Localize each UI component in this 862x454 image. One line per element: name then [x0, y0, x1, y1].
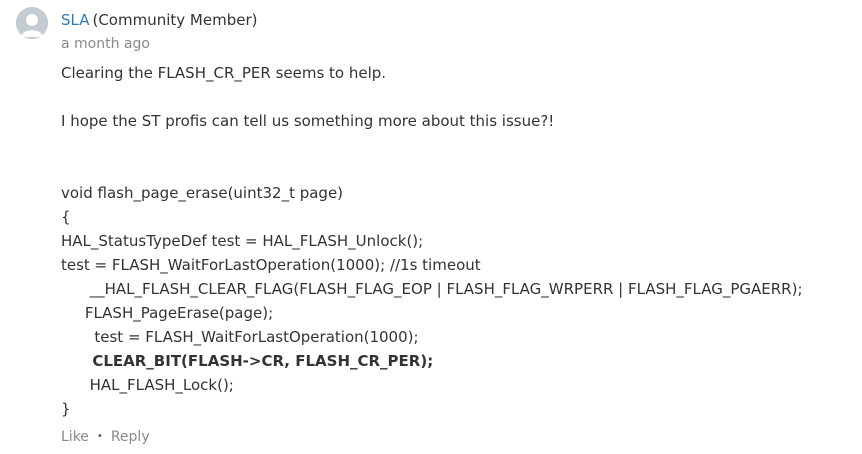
code-line: { — [61, 208, 71, 226]
comment-paragraph: I hope the ST profis can tell us somethi… — [61, 112, 555, 130]
code-line: test = FLASH_WaitForLastOperation(1000);… — [61, 256, 481, 274]
code-line: HAL_StatusTypeDef test = HAL_FLASH_Unloc… — [61, 232, 424, 250]
code-line-bold: CLEAR_BIT(FLASH->CR, FLASH_CR_PER); — [61, 352, 434, 370]
default-user-avatar-icon — [16, 7, 48, 39]
code-line: } — [61, 400, 71, 418]
like-button[interactable]: Like — [61, 429, 89, 445]
author-role: (Community Member) — [92, 11, 258, 29]
avatar-icon[interactable] — [16, 7, 48, 39]
comment-actions: Like • Reply — [61, 428, 150, 446]
author-name-link[interactable]: SLA — [61, 11, 90, 29]
code-line: HAL_FLASH_Lock(); — [61, 376, 234, 394]
comment-paragraph: Clearing the FLASH_CR_PER seems to help. — [61, 64, 387, 82]
separator-dot: • — [96, 431, 103, 442]
code-line: FLASH_PageErase(page); — [61, 304, 274, 322]
author-line: SLA(Community Member) — [61, 10, 257, 30]
comment-timestamp: a month ago — [61, 36, 150, 52]
reply-button[interactable]: Reply — [110, 429, 150, 445]
code-line: __HAL_FLASH_CLEAR_FLAG(FLASH_FLAG_EOP | … — [61, 280, 803, 298]
code-line: test = FLASH_WaitForLastOperation(1000); — [61, 328, 419, 346]
code-line: void flash_page_erase(uint32_t page) — [61, 184, 344, 202]
